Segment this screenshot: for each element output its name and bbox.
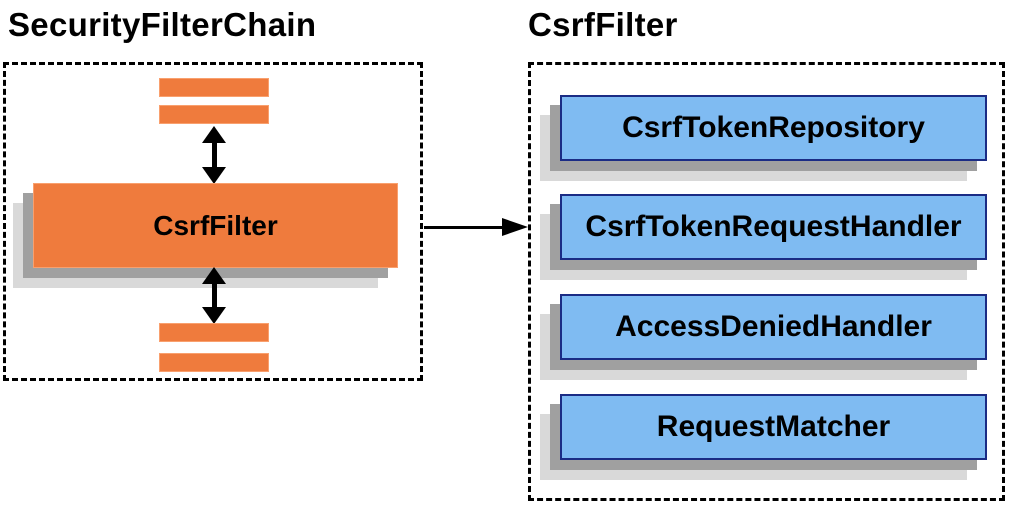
component-label: RequestMatcher: [656, 410, 891, 443]
arrow-head-up: [202, 267, 226, 284]
security-filter-chain-title: SecurityFilterChain: [8, 6, 317, 43]
csrf-filter-title: CsrfFilter: [528, 6, 678, 43]
right-arrow-icon: [424, 218, 528, 236]
component-access-denied-handler: AccessDeniedHandler: [560, 294, 987, 360]
component-label: CsrfTokenRepository: [622, 111, 925, 144]
component-label: AccessDeniedHandler: [615, 310, 932, 343]
component-request-matcher: RequestMatcher: [560, 394, 987, 460]
arrow-shaft: [424, 225, 506, 229]
arrow-head-down: [202, 167, 226, 184]
component-label: CsrfTokenRequestHandler: [585, 210, 962, 243]
up-down-arrow-icon: [202, 126, 226, 184]
csrf-filter-node: CsrfFilter: [33, 183, 398, 268]
csrf-filter-box: [528, 62, 1005, 501]
filter-placeholder-bar-4: [159, 353, 269, 372]
component-csrf-token-repository: CsrfTokenRepository: [560, 95, 987, 161]
csrf-filter-node-label: CsrfFilter: [153, 209, 278, 241]
component-csrf-token-request-handler: CsrfTokenRequestHandler: [560, 194, 987, 260]
arrow-head-up: [202, 126, 226, 143]
filter-placeholder-bar-3: [159, 323, 269, 342]
arrow-head-right: [502, 218, 528, 236]
filter-placeholder-bar-2: [159, 105, 269, 124]
filter-placeholder-bar-1: [159, 78, 269, 97]
security-filter-chain-box: [3, 62, 423, 381]
up-down-arrow-icon: [202, 267, 226, 324]
arrow-head-down: [202, 307, 226, 324]
arrow-shaft: [211, 139, 217, 171]
arrow-shaft: [211, 280, 217, 311]
